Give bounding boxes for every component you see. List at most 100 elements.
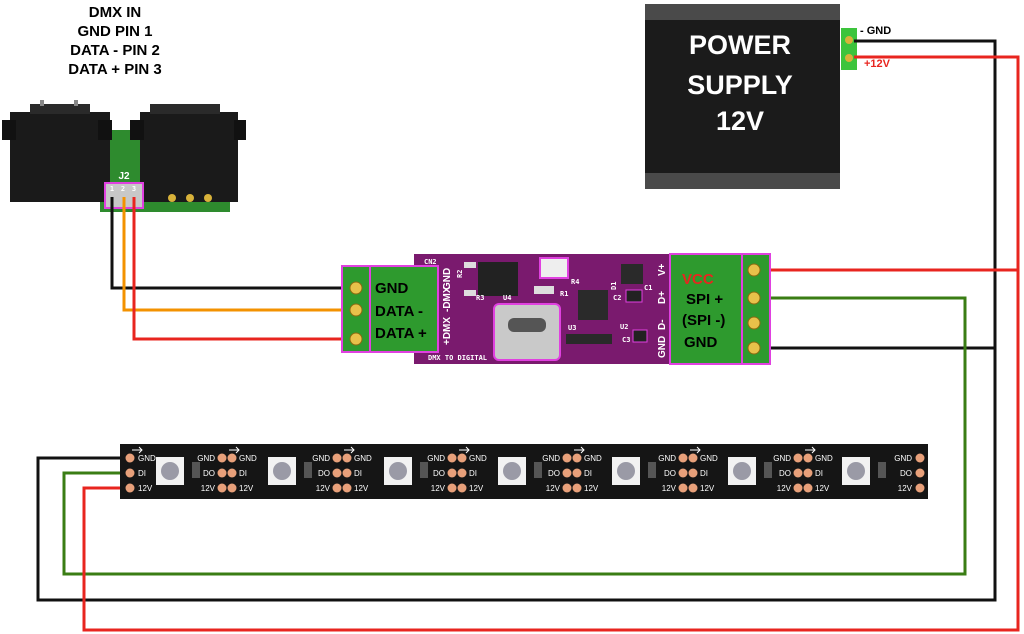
strip-label-out: 12V [898, 484, 913, 493]
strip-pad [342, 453, 352, 463]
resistor-r1 [534, 286, 554, 294]
wire-dmx-gnd [110, 197, 355, 290]
right-terminal-label-box [669, 253, 743, 365]
strip-label-out: DO [433, 469, 445, 478]
strip-pad [125, 453, 135, 463]
strip-pad [217, 468, 227, 478]
psu-terminal-pin-12v [845, 54, 853, 62]
strip-pad [688, 483, 698, 493]
xlr-left-top [30, 104, 90, 114]
xlr-left-pin-a [40, 100, 44, 106]
psu-line-2: SUPPLY [687, 70, 793, 100]
strip-label-in: 12V [584, 484, 599, 493]
strip-pad [793, 453, 803, 463]
strip-pad [915, 483, 925, 493]
ref-c3: C3 [622, 336, 630, 344]
strip-label-in: DI [815, 469, 823, 478]
wire-psu-12v-board [752, 55, 1020, 272]
strip-segments: GND DI 12V GND GND DO DI 12V 12V GND GND DO DI 12V 12V… [125, 446, 925, 493]
xlr-right-tab [130, 120, 144, 140]
strip-pad [803, 483, 813, 493]
dmx-header-line-3: DATA - PIN 2 [70, 42, 160, 59]
ref-u2: U2 [620, 323, 628, 331]
right-terminal-gnd: GND [684, 334, 718, 351]
ic-u4 [478, 262, 518, 296]
ref-u3: U3 [568, 324, 576, 332]
led-resistor [764, 462, 772, 478]
ref-c1: C1 [644, 284, 652, 292]
strip-pad [572, 483, 582, 493]
psu-line-1: POWER [689, 30, 791, 60]
wire-strip-12v [82, 270, 1020, 632]
strip-pad [332, 468, 342, 478]
led-resistor [304, 462, 312, 478]
right-terminal-screw-spi-plus [747, 291, 761, 305]
led-resistor [878, 462, 886, 478]
strip-label-out: 12V [546, 484, 561, 493]
strip-pad [803, 453, 813, 463]
right-terminal-spi-plus: SPI + [686, 291, 723, 308]
j2-label: J2 [118, 171, 130, 182]
strip-label-out: 12V [662, 484, 677, 493]
strip-pad [217, 453, 227, 463]
j2-pin-3: 3 [132, 185, 136, 193]
silk-minus-dmx: -DMX [442, 286, 453, 312]
strip-label-out: DO [548, 469, 560, 478]
psu-top-band [645, 4, 840, 20]
strip-pad [217, 483, 227, 493]
silk-v-plus: V+ [657, 263, 668, 276]
strip-pad [227, 483, 237, 493]
capacitor-c3 [632, 329, 648, 343]
strip-label-in: GND [469, 454, 487, 463]
led-lens [847, 462, 865, 480]
strip-pad [457, 453, 467, 463]
strip-label-out: DO [203, 469, 215, 478]
strip-pad [678, 468, 688, 478]
led-lens [733, 462, 751, 480]
strip-label-in: DI [584, 469, 592, 478]
strip-label-out: GND [894, 454, 912, 463]
strip-label-in: DI [354, 469, 362, 478]
ref-r2: R2 [456, 270, 464, 278]
xlr-left-tab-right [98, 120, 112, 140]
resistor-r3 [464, 290, 476, 296]
led-lens [503, 462, 521, 480]
strip-label-out: DO [318, 469, 330, 478]
left-terminal-screw-gnd [349, 281, 363, 295]
strip-label-out: GND [773, 454, 791, 463]
strip-label-out: DO [900, 469, 912, 478]
strip-pad [227, 468, 237, 478]
strip-label-out: GND [312, 454, 330, 463]
strip-pad [688, 468, 698, 478]
j2-pin-2: 2 [121, 185, 125, 193]
strip-pad [793, 468, 803, 478]
strip-pad [227, 453, 237, 463]
strip-pad [562, 453, 572, 463]
j2-pin-1: 1 [110, 185, 114, 193]
dmx-header-line-4: DATA + PIN 3 [68, 61, 162, 78]
silk-plus-dmx: +DMX [442, 317, 453, 345]
strip-label-in: 12V [815, 484, 830, 493]
ref-cn2: CN2 [424, 258, 437, 266]
strip-direction-arrow [574, 446, 585, 454]
strip-pad [457, 483, 467, 493]
header-u3 [566, 334, 612, 344]
ref-r3: R3 [476, 294, 484, 302]
strip-direction-arrow [344, 446, 355, 454]
wire-dmx-data-minus [122, 197, 355, 312]
ref-c2: C2 [613, 294, 621, 302]
strip-label-out: GND [542, 454, 560, 463]
wire-strip-gnd [36, 348, 997, 602]
strip-label-out: 12V [431, 484, 446, 493]
led-resistor [534, 462, 542, 478]
strip-pad [332, 453, 342, 463]
psu-terminal-pin-gnd [845, 36, 853, 44]
strip-direction-arrow [459, 446, 470, 454]
capacitor-c1-c2 [625, 289, 643, 303]
strip-pad [572, 468, 582, 478]
dmx-header: DMX IN GND PIN 1 DATA - PIN 2 DATA + PIN… [68, 4, 162, 78]
wire-spi-data [62, 296, 967, 576]
strip-direction-arrow [805, 446, 816, 454]
xlr-pad [204, 194, 212, 202]
strip-label-out: GND [427, 454, 445, 463]
